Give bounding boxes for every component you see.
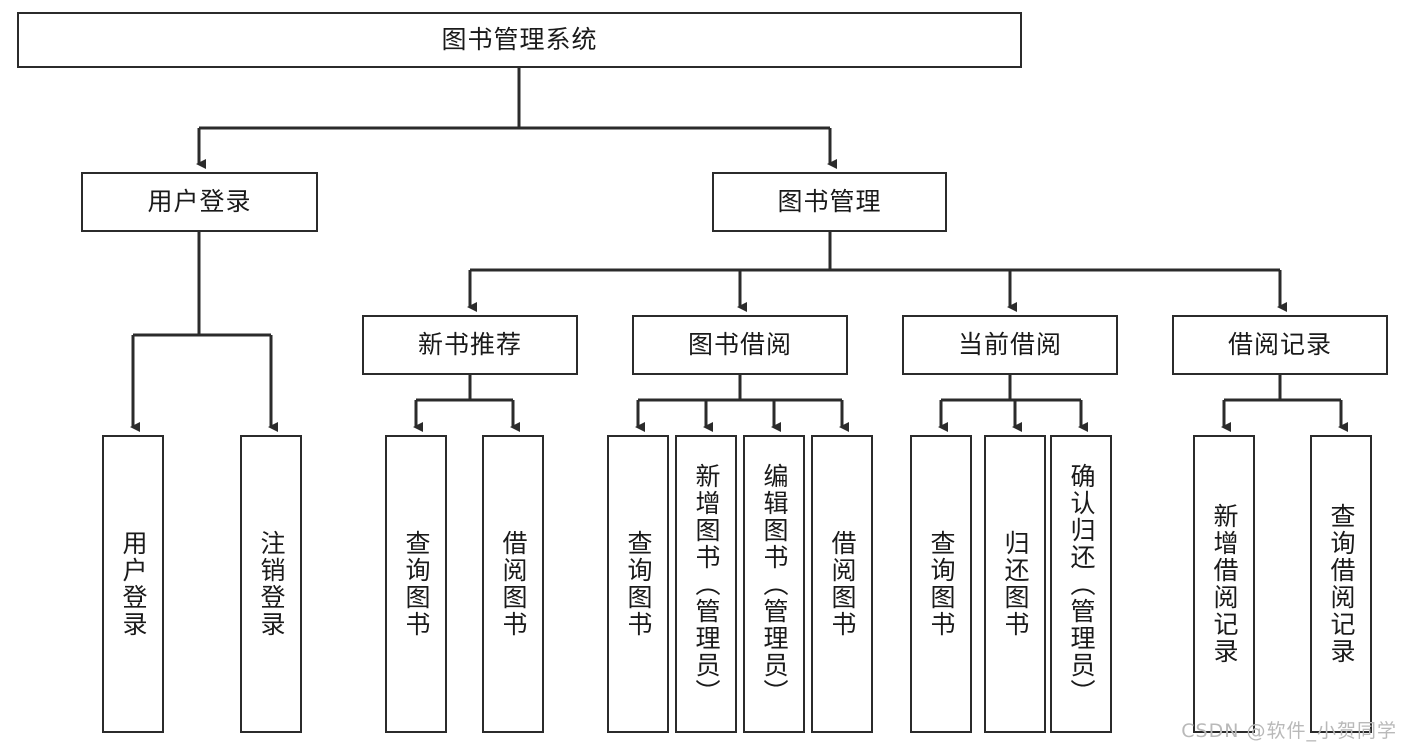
node-book-borrow-label: 图书借阅: [687, 330, 792, 360]
node-current-borrow-label: 当前借阅: [957, 330, 1062, 360]
node-user-login-label: 用户登录: [147, 187, 252, 217]
leaf-add-book-admin[interactable]: 新增图书（管理员）: [675, 435, 737, 733]
leaf-logout-label: 注销登录: [257, 530, 286, 638]
node-new-book-recommend[interactable]: 新书推荐: [362, 315, 578, 375]
leaf-borrow-book-recommend[interactable]: 借阅图书: [482, 435, 544, 733]
leaf-query-book-current-label: 查询图书: [927, 530, 956, 638]
leaf-borrow-book[interactable]: 借阅图书: [811, 435, 873, 733]
leaf-query-book-current[interactable]: 查询图书: [910, 435, 972, 733]
leaf-user-login-label: 用户登录: [119, 530, 148, 638]
leaf-borrow-book-recommend-label: 借阅图书: [499, 530, 528, 638]
leaf-query-book-recommend-label: 查询图书: [402, 530, 431, 638]
node-borrow-record-label: 借阅记录: [1227, 330, 1332, 360]
leaf-confirm-return-admin-label: 确认归还（管理员）: [1067, 462, 1096, 706]
node-root[interactable]: 图书管理系统: [17, 12, 1022, 68]
leaf-query-book-borrow[interactable]: 查询图书: [607, 435, 669, 733]
leaf-edit-book-admin[interactable]: 编辑图书（管理员）: [743, 435, 805, 733]
node-book-borrow[interactable]: 图书借阅: [632, 315, 848, 375]
node-root-label: 图书管理系统: [441, 25, 598, 55]
node-current-borrow[interactable]: 当前借阅: [902, 315, 1118, 375]
leaf-add-borrow-record-label: 新增借阅记录: [1210, 503, 1239, 665]
leaf-query-book-recommend[interactable]: 查询图书: [385, 435, 447, 733]
leaf-edit-book-admin-label: 编辑图书（管理员）: [760, 462, 789, 706]
node-book-management-label: 图书管理: [777, 187, 882, 217]
node-user-login[interactable]: 用户登录: [81, 172, 318, 232]
leaf-query-book-borrow-label: 查询图书: [624, 530, 653, 638]
node-borrow-record[interactable]: 借阅记录: [1172, 315, 1388, 375]
csdn-watermark: CSDN @软件_小贺同学: [1181, 720, 1397, 742]
leaf-query-borrow-record[interactable]: 查询借阅记录: [1310, 435, 1372, 733]
leaf-add-book-admin-label: 新增图书（管理员）: [692, 462, 721, 706]
leaf-logout[interactable]: 注销登录: [240, 435, 302, 733]
leaf-user-login[interactable]: 用户登录: [102, 435, 164, 733]
leaf-query-borrow-record-label: 查询借阅记录: [1327, 503, 1356, 665]
leaf-return-book-label: 归还图书: [1001, 530, 1030, 638]
leaf-return-book[interactable]: 归还图书: [984, 435, 1046, 733]
node-book-management[interactable]: 图书管理: [712, 172, 947, 232]
leaf-confirm-return-admin[interactable]: 确认归还（管理员）: [1050, 435, 1112, 733]
node-new-book-recommend-label: 新书推荐: [417, 330, 522, 360]
leaf-add-borrow-record[interactable]: 新增借阅记录: [1193, 435, 1255, 733]
leaf-borrow-book-label: 借阅图书: [828, 530, 857, 638]
